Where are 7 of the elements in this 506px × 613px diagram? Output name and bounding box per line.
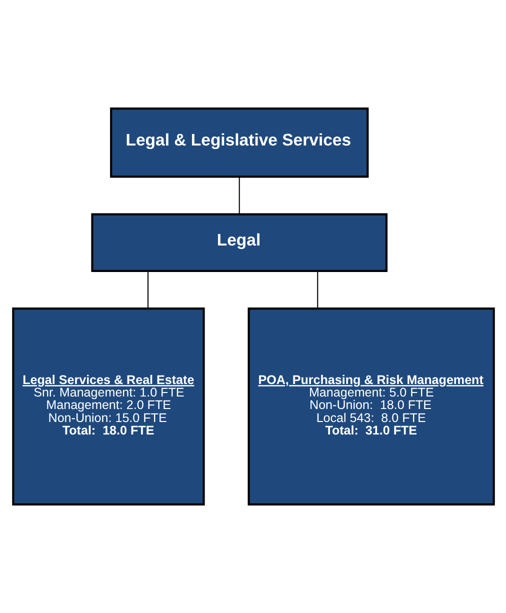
node-box: Legal & Legislative Services [110, 108, 368, 178]
connector [146, 271, 148, 308]
node-box: Legal [90, 213, 388, 272]
connector [238, 176, 240, 214]
node-box: POA, Purchasing & Risk Management Management: 5.0 FTE Non-Union: 18.0 FTE Local 543: 8.0 FTE Total: 31.0 FTE [247, 308, 494, 506]
connector [316, 271, 318, 308]
node-box: Legal Services & Real Estate Snr. Management: 1.0 FTE Management: 2.0 FTE Non-Union: 15.0 FTE Total: 18.0 FTE [12, 308, 204, 506]
